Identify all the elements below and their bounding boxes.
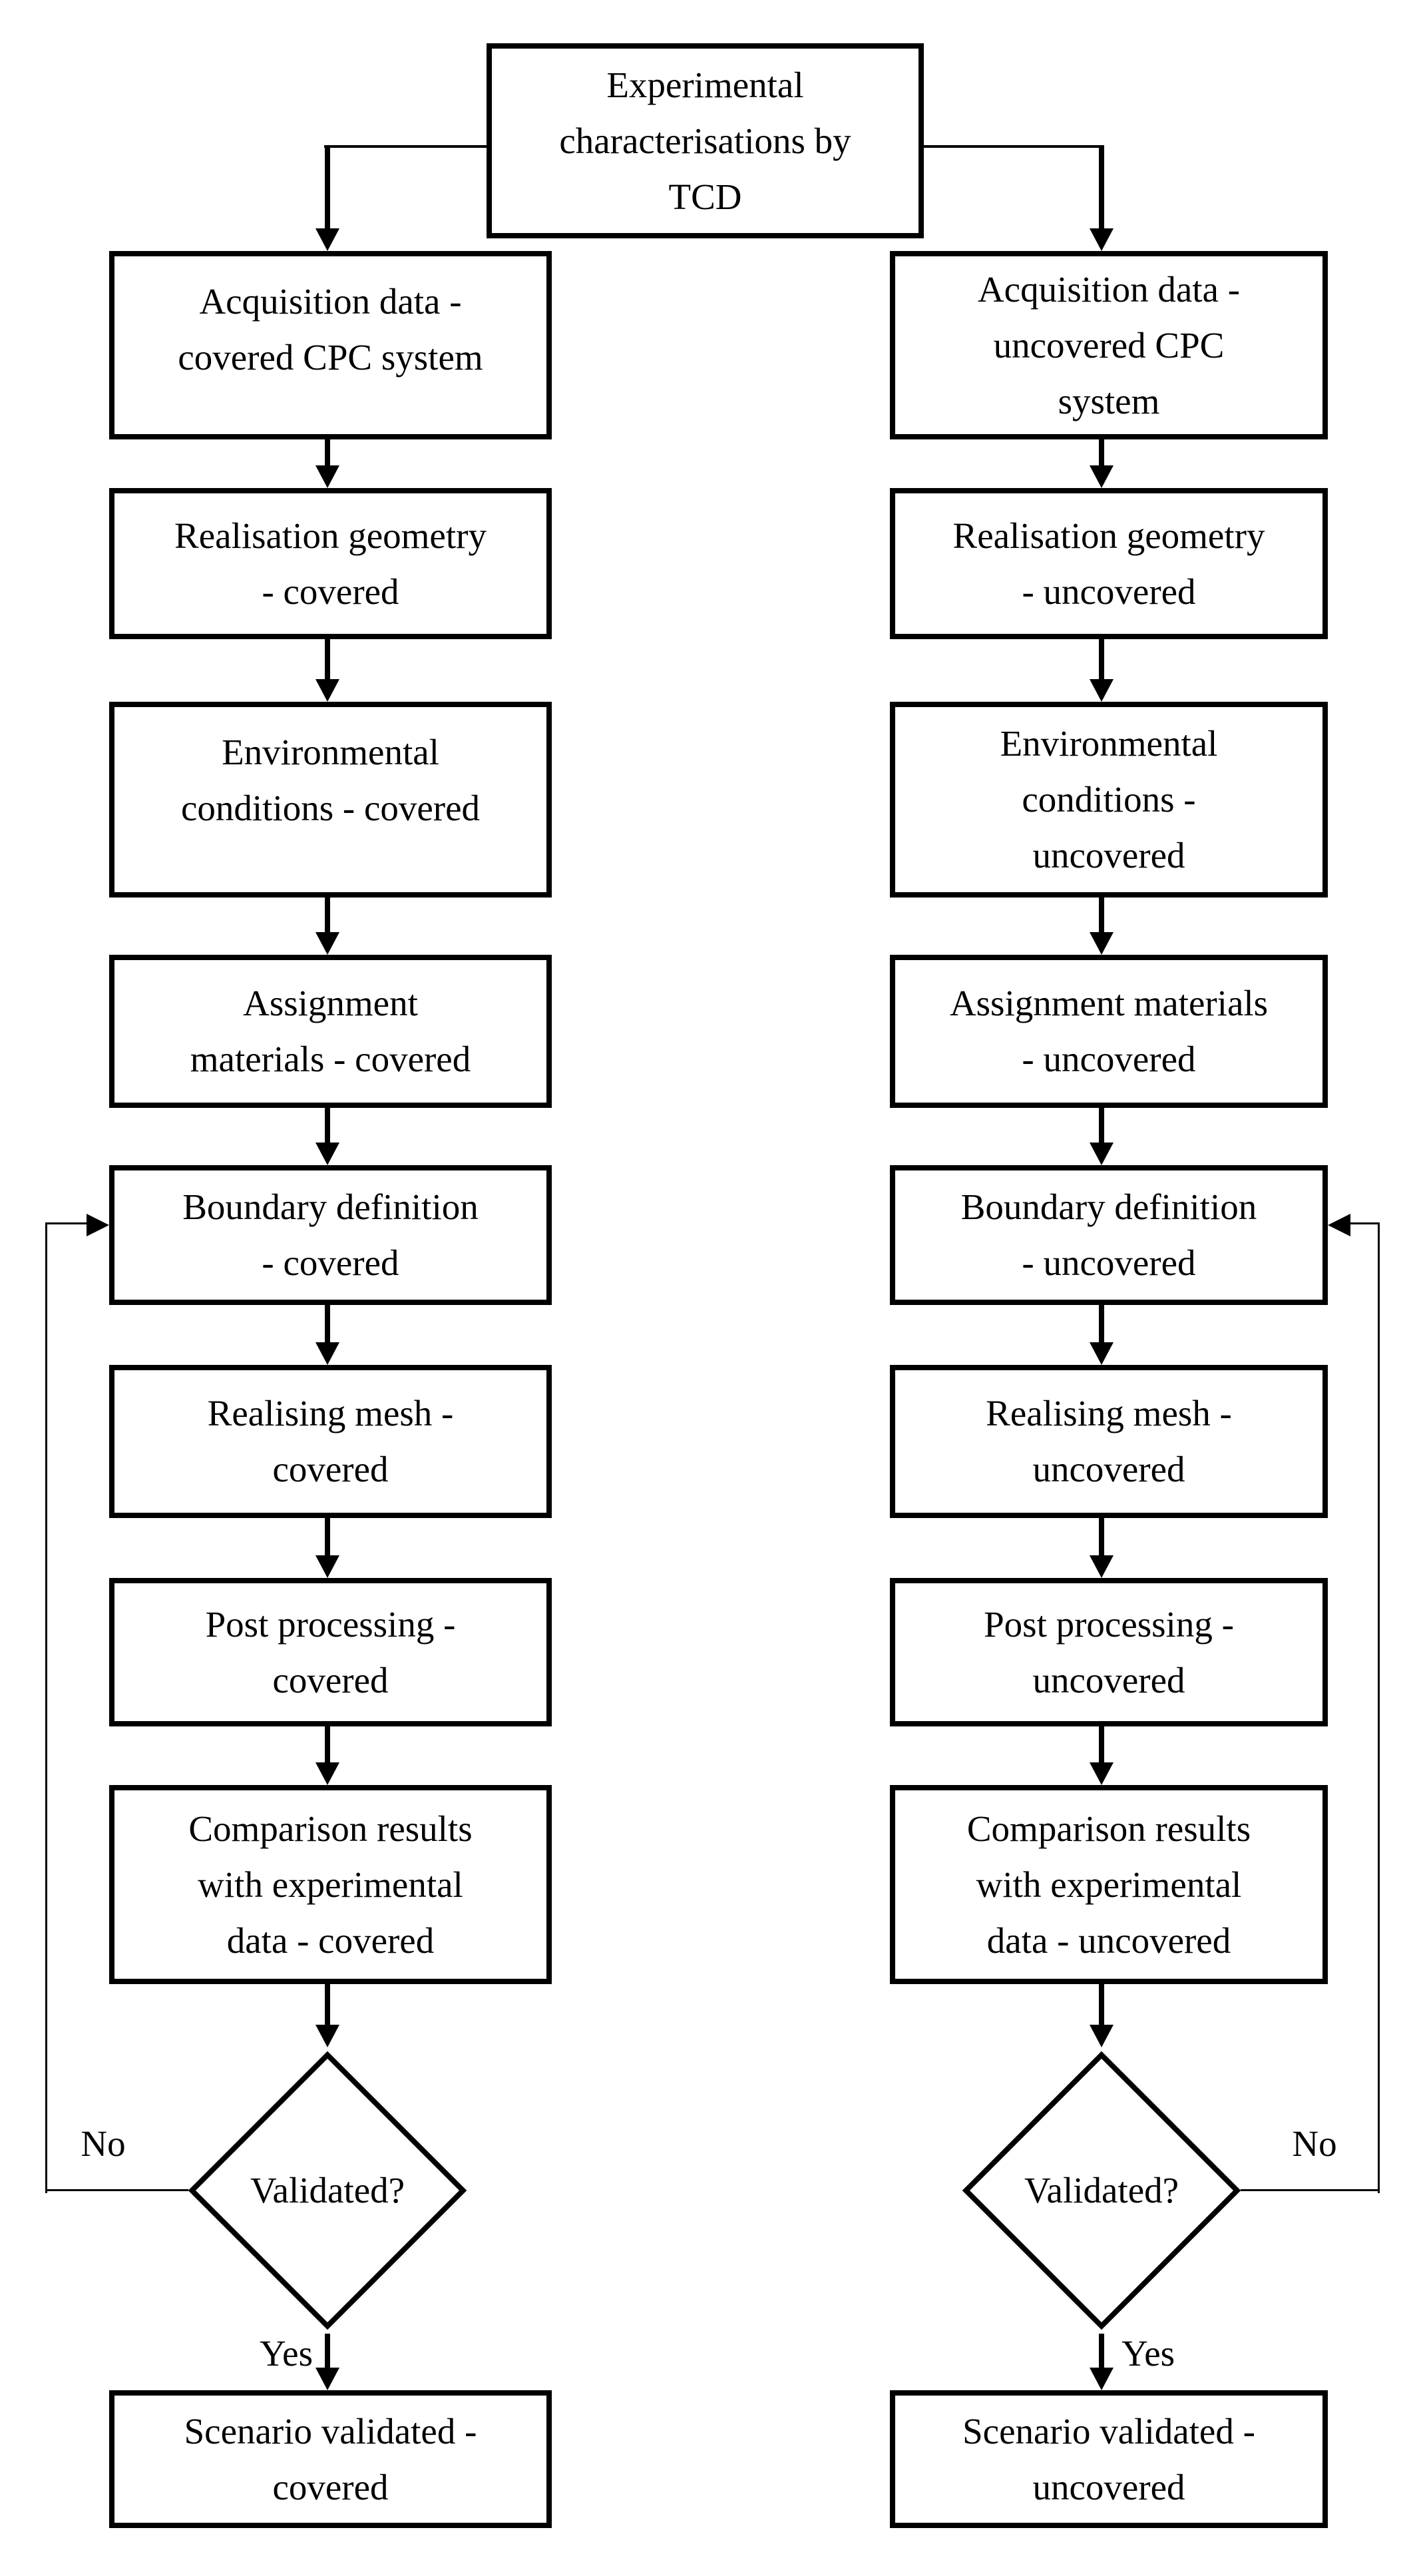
process-label: Realisation geometry - uncovered: [952, 515, 1265, 612]
flow-stem: [325, 898, 330, 936]
arrow-down-icon: [315, 1342, 339, 1365]
process-box-covered-postprocessing: Post processing - covered: [109, 1578, 552, 1726]
process-label: Boundary definition - covered: [182, 1186, 479, 1283]
arrow-down-icon: [1090, 2025, 1114, 2047]
process-box-covered-geometry: Realisation geometry - covered: [109, 488, 552, 639]
process-label: Assignment materials - uncovered: [949, 983, 1269, 1079]
flow-stem: [325, 2334, 330, 2372]
decision-label: Validated?: [250, 2170, 405, 2210]
flow-stem: [325, 1518, 330, 1559]
no-loop-line-uncovered: [1350, 1222, 1380, 1224]
flow-stem: [325, 1108, 330, 1147]
process-box-uncovered-postprocessing: Post processing - uncovered: [890, 1578, 1328, 1726]
arrow-down-icon: [315, 2368, 339, 2390]
process-box-covered-boundary: Boundary definition - covered: [109, 1165, 552, 1305]
arrow-down-icon: [1090, 228, 1114, 251]
arrow-down-icon: [1090, 1143, 1114, 1165]
flow-stem: [1099, 1726, 1104, 1766]
arrow-down-icon: [315, 228, 339, 251]
arrow-down-icon: [315, 1555, 339, 1578]
process-box-uncovered-boundary: Boundary definition - uncovered: [890, 1165, 1328, 1305]
arrow-down-icon: [1090, 2368, 1114, 2390]
flow-stem: [1099, 898, 1104, 936]
process-label: Realising mesh - uncovered: [986, 1393, 1232, 1489]
process-label: Assignment materials - covered: [190, 983, 471, 1079]
process-box-uncovered-comparison: Comparison results with experimental dat…: [890, 1785, 1328, 1984]
process-label: Realisation geometry - covered: [174, 515, 487, 612]
flow-stem: [1099, 639, 1104, 683]
flow-stem: [325, 1305, 330, 1346]
arrow-down-icon: [315, 679, 339, 702]
no-loop-line-covered: [45, 1222, 47, 2193]
arrow-down-icon: [1090, 1342, 1114, 1365]
process-label: Realising mesh - covered: [207, 1393, 454, 1489]
process-label: Comparison results with experimental dat…: [188, 1808, 473, 1961]
flow-stem: [325, 639, 330, 683]
branch-line-right: [924, 145, 1104, 148]
arrow-down-icon: [315, 2025, 339, 2047]
flow-stem: [325, 439, 330, 469]
no-loop-line-uncovered: [1378, 1222, 1380, 2193]
arrow-right-icon: [87, 1214, 109, 1236]
process-label: Post processing - covered: [205, 1603, 456, 1700]
process-label: Acquisition data - covered CPC system: [178, 281, 483, 378]
result-label: Scenario validated - uncovered: [962, 2410, 1255, 2507]
no-label-uncovered: No: [1292, 2123, 1337, 2164]
arrow-down-icon: [1090, 932, 1114, 955]
process-label: Acquisition data - uncovered CPC system: [977, 268, 1241, 421]
no-loop-line-uncovered: [1241, 2189, 1380, 2191]
process-box-uncovered-geometry: Realisation geometry - uncovered: [890, 488, 1328, 639]
decision-label: Validated?: [1024, 2170, 1179, 2210]
process-label: Post processing - uncovered: [984, 1603, 1234, 1700]
process-box-uncovered-materials: Assignment materials - uncovered: [890, 955, 1328, 1108]
process-label: Comparison results with experimental dat…: [966, 1808, 1251, 1961]
process-box-uncovered-acquisition: Acquisition data - uncovered CPC system: [890, 251, 1328, 439]
process-label: Environmental conditions - covered: [180, 732, 481, 828]
process-box-uncovered-environment: Environmental conditions - uncovered: [890, 702, 1328, 898]
branch-line-left: [324, 145, 487, 148]
flow-stem: [1099, 2334, 1104, 2372]
arrow-down-icon: [1090, 1762, 1114, 1785]
arrow-down-icon: [315, 465, 339, 488]
arrow-down-icon: [1090, 1555, 1114, 1578]
flow-stem: [1099, 439, 1104, 469]
arrow-down-icon: [1090, 679, 1114, 702]
process-box-covered-acquisition: Acquisition data - covered CPC system: [109, 251, 552, 439]
flow-stem: [1099, 1518, 1104, 1559]
no-loop-line-covered: [45, 2189, 188, 2191]
flow-stem: [325, 1984, 330, 2029]
result-box-uncovered: Scenario validated - uncovered: [890, 2390, 1328, 2528]
process-box-uncovered-mesh: Realising mesh - uncovered: [890, 1365, 1328, 1518]
process-label: Environmental conditions - uncovered: [1000, 723, 1218, 876]
arrow-left-icon: [1328, 1214, 1350, 1236]
process-box-covered-environment: Environmental conditions - covered: [109, 702, 552, 898]
result-box-covered: Scenario validated - covered: [109, 2390, 552, 2528]
process-label: Boundary definition - uncovered: [960, 1186, 1257, 1283]
flow-stem: [325, 1726, 330, 1766]
title-label: Experimental characterisations by TCD: [559, 64, 851, 217]
arrow-down-icon: [1090, 465, 1114, 488]
title-box: Experimental characterisations by TCD: [487, 43, 924, 238]
branch-stem-left: [325, 145, 330, 230]
process-box-covered-comparison: Comparison results with experimental dat…: [109, 1785, 552, 1984]
flow-stem: [1099, 1108, 1104, 1147]
arrow-down-icon: [315, 932, 339, 955]
yes-label-uncovered: Yes: [1121, 2333, 1175, 2374]
flow-stem: [1099, 1984, 1104, 2029]
arrow-down-icon: [315, 1762, 339, 1785]
no-loop-line-covered: [45, 1222, 87, 1224]
flow-stem: [1099, 1305, 1104, 1346]
branch-stem-right: [1099, 145, 1104, 230]
process-box-covered-mesh: Realising mesh - covered: [109, 1365, 552, 1518]
process-box-covered-materials: Assignment materials - covered: [109, 955, 552, 1108]
arrow-down-icon: [315, 1143, 339, 1165]
yes-label-covered: Yes: [259, 2333, 313, 2374]
result-label: Scenario validated - covered: [184, 2410, 477, 2507]
no-label-covered: No: [81, 2123, 126, 2164]
